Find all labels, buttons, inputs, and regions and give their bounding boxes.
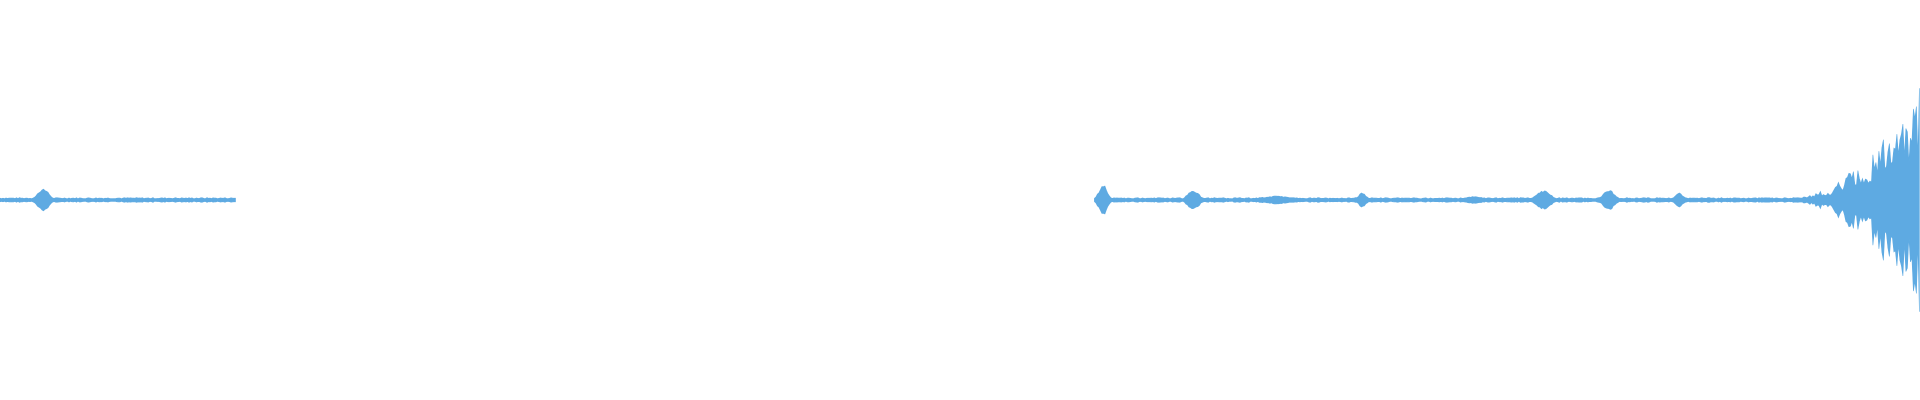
waveform-segment-2 [1094,88,1920,312]
waveform-segments [0,88,1920,312]
waveform-segment-1 [0,188,236,212]
